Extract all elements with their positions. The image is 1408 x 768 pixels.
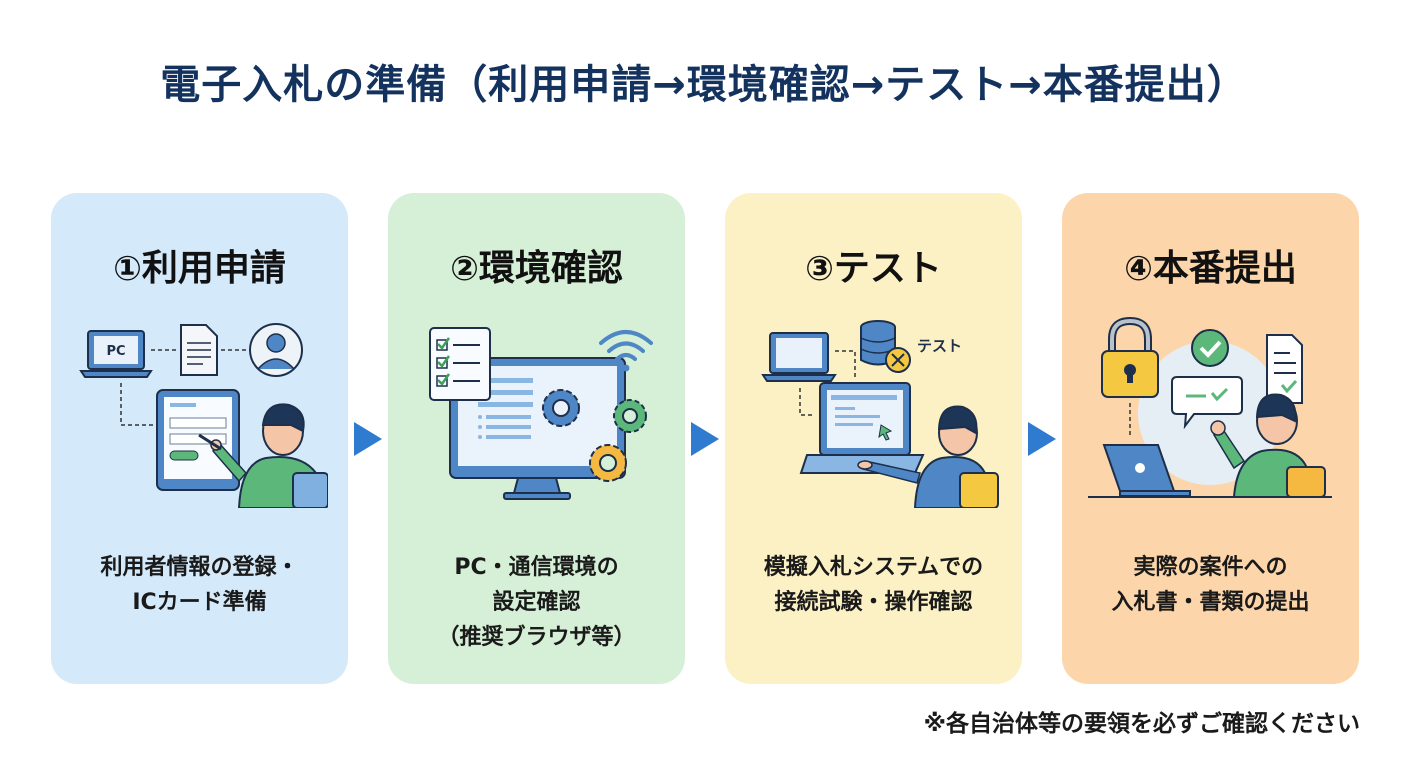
gear-icon bbox=[589, 444, 627, 482]
document-icon bbox=[180, 324, 218, 376]
gear-icon bbox=[613, 399, 647, 433]
person-icon bbox=[1210, 393, 1326, 498]
submission-illustration bbox=[1088, 316, 1332, 498]
step-description: 模擬入札システムでの 接続試験・操作確認 bbox=[763, 555, 984, 615]
monitor-icon bbox=[449, 357, 626, 500]
step-description: 利用者情報の登録・ ICカード準備 bbox=[100, 555, 299, 615]
tablet-icon bbox=[156, 389, 240, 491]
person-icon bbox=[857, 405, 999, 508]
step-number: ④ bbox=[1124, 249, 1153, 289]
step-number: ② bbox=[450, 249, 479, 289]
step-title: ①利用申請 bbox=[51, 239, 348, 291]
document-icon bbox=[1266, 334, 1303, 404]
step-title: ④本番提出 bbox=[1062, 239, 1359, 291]
database-icon bbox=[860, 320, 896, 366]
triangle-right-icon bbox=[1028, 422, 1056, 456]
chat-bubble-icon bbox=[1171, 376, 1243, 430]
checklist-icon bbox=[429, 327, 491, 401]
svg-text:PC: PC bbox=[106, 344, 125, 359]
step-description: PC・通信環境の 設定確認 （推奨ブラウザ等） bbox=[437, 555, 636, 650]
step-label: 本番提出 bbox=[1152, 248, 1297, 289]
user-registration-illustration: PC bbox=[79, 323, 328, 508]
triangle-right-icon bbox=[354, 422, 382, 456]
laptop-icon bbox=[799, 382, 925, 474]
laptop-icon bbox=[1088, 444, 1332, 498]
environment-check-illustration bbox=[429, 327, 653, 500]
laptop-icon: PC bbox=[79, 330, 153, 378]
laptop-icon bbox=[761, 332, 837, 382]
step-title: ③テスト bbox=[725, 239, 1022, 291]
step-card-application: ①利用申請 PC bbox=[51, 193, 348, 684]
triangle-right-icon bbox=[691, 422, 719, 456]
user-avatar-icon bbox=[249, 323, 303, 377]
test-illustration: テスト bbox=[761, 320, 999, 508]
page-title: 電子入札の準備（利用申請→環境確認→テスト→本番提出） bbox=[160, 62, 1248, 108]
checkmark-circle-icon bbox=[1191, 329, 1229, 367]
step-number: ③ bbox=[805, 249, 834, 289]
footnote: ※各自治体等の要領を必ずご確認ください bbox=[923, 711, 1360, 737]
padlock-icon bbox=[1101, 316, 1159, 398]
close-circle-icon bbox=[885, 347, 911, 373]
gear-icon bbox=[542, 389, 580, 427]
person-icon bbox=[198, 403, 328, 508]
step-card-test: ③テスト テスト bbox=[725, 193, 1022, 684]
svg-text:テスト: テスト bbox=[917, 337, 962, 355]
step-label: 環境確認 bbox=[478, 248, 623, 289]
step-card-submission: ④本番提出 bbox=[1062, 193, 1359, 684]
step-description: 実際の案件への 入札書・書類の提出 bbox=[1111, 555, 1310, 615]
step-label: 利用申請 bbox=[141, 248, 286, 289]
step-label: テスト bbox=[833, 248, 942, 289]
step-number: ① bbox=[113, 249, 142, 289]
step-title: ②環境確認 bbox=[388, 239, 685, 291]
wifi-icon bbox=[599, 330, 653, 372]
step-card-environment: ②環境確認 bbox=[388, 193, 685, 684]
